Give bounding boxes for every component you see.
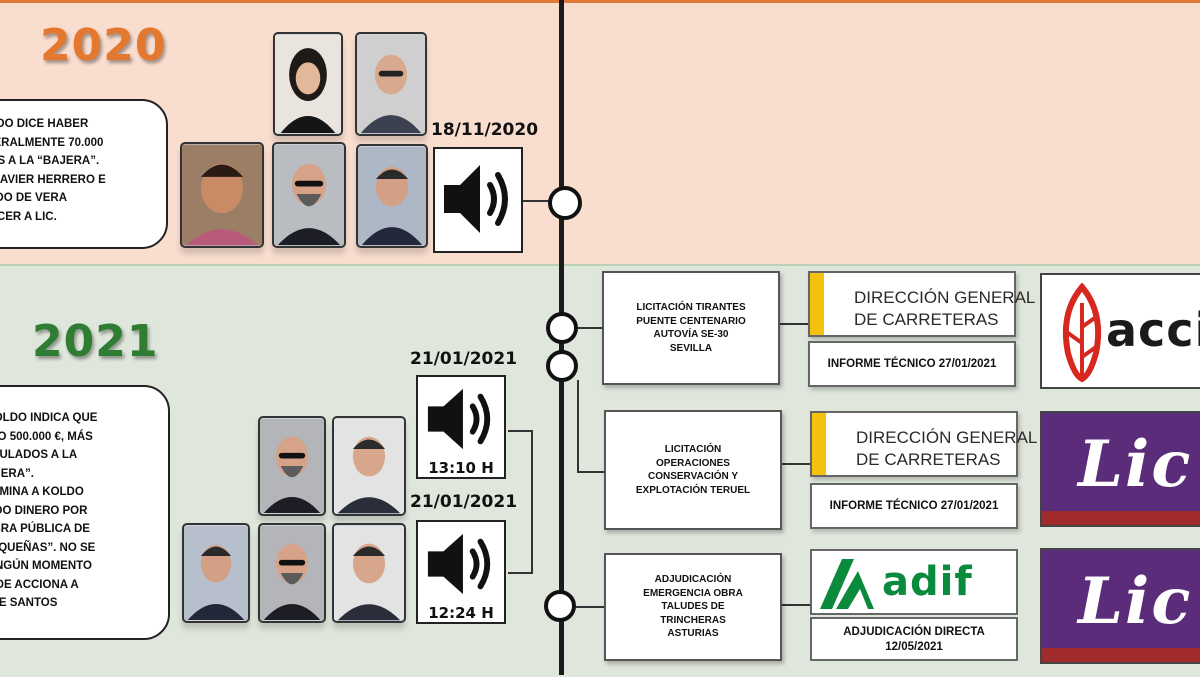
tender-line: EMERGENCIA OBRA: [643, 587, 743, 599]
quote-line: E A JAVIER HERRERO E: [0, 173, 106, 186]
connector-line: [508, 572, 532, 574]
adjudication-line: 12/05/2021: [885, 641, 943, 653]
dg-logo-line: DE CARRETERAS: [856, 450, 1001, 469]
connector-line: [577, 471, 604, 473]
tender-line: EXPLOTACIÓN TERUEL: [635, 484, 751, 496]
timeline-node: [548, 186, 582, 220]
adif-logo: adif: [810, 549, 1018, 615]
adjudication-label: ADJUDICACIÓN DIRECTA 12/05/2021: [810, 617, 1018, 661]
connector-line: [577, 380, 579, 472]
audio-time: 12:24 H: [428, 604, 494, 622]
connector-line: [523, 200, 553, 202]
speaker-icon: [427, 533, 491, 595]
timeline-node: [546, 350, 578, 382]
report-label: INFORME TÉCNICO 27/01/2021: [810, 483, 1018, 529]
connector-line: [780, 463, 810, 465]
adif-logo-text: adif: [882, 559, 973, 605]
lic-logo: Lic: [1040, 411, 1200, 527]
quote-line: VINCULADOS A LA: [0, 449, 78, 461]
quote-line: KOLDO DICE HABER: [0, 118, 89, 130]
quote-line: S PEQUEÑAS”. NO SE: [0, 541, 96, 554]
portrait-photo: [180, 142, 264, 248]
tender-line: TRINCHERAS: [660, 614, 726, 626]
tender-line: ASTURIAS: [667, 628, 719, 640]
tender-line: OPERACIONES: [656, 457, 730, 469]
lic-logo-text: Lic: [1078, 427, 1193, 502]
tender-line: ADJUDICACIÓN: [654, 574, 732, 586]
tender-line: SEVILLA: [669, 342, 713, 354]
audio-date: 21/01/2021: [410, 349, 518, 369]
acciona-leaf-icon: [1062, 283, 1102, 383]
portrait-photo: [332, 416, 406, 516]
speaker-icon: [444, 165, 508, 233]
report-label: INFORME TÉCNICO 27/01/2021: [808, 341, 1016, 387]
tender-box: LICITACIÓN TIRANTES PUENTE CENTENARIO AU…: [602, 271, 780, 385]
quote-line: N NINGÚN MOMENTO: [0, 560, 92, 572]
acciona-logo-text: accio: [1106, 303, 1200, 357]
audio-date: 21/01/2021: [410, 492, 518, 512]
tender-line: AUTOVÍA SE-30: [653, 329, 729, 340]
dg-logo-line: DIRECCIÓN GENERAL: [856, 428, 1038, 447]
quote-box-2021: 5: KOLDO INDICA QUE GADO 500.000 €, MÁS …: [0, 385, 170, 640]
quote-line: ÉS DE SANTOS: [0, 597, 58, 609]
audio-clip-button[interactable]: [433, 147, 523, 253]
portrait-photo: [258, 416, 326, 516]
dg-logo-line: DE CARRETERAS: [854, 310, 999, 329]
quote-line: PTADO DINERO POR: [0, 504, 88, 517]
dg-carreteras-logo: DIRECCIÓN GENERAL DE CARRETERAS: [810, 411, 1037, 477]
audio-time: 13:10 H: [428, 459, 494, 477]
quote-line: ORECER A LIC.: [0, 210, 57, 223]
year-2020-label: 2020: [40, 20, 167, 71]
quote-line: ADOS A LA “BAJERA”.: [0, 155, 100, 167]
lic-logo-text: Lic: [1078, 564, 1193, 639]
tender-box: LICITACIÓN OPERACIONES CONSERVACIÓN Y EX…: [604, 410, 782, 530]
quote-line: 5: KOLDO INDICA QUE: [0, 412, 98, 424]
quote-line: GADO 500.000 €, MÁS: [0, 430, 93, 443]
portrait-photo: [182, 523, 250, 623]
quote-line: IDO DE ACCIONA A: [0, 578, 79, 591]
dg-logo-bar: [812, 413, 826, 475]
dg-logo-line: DIRECCIÓN GENERAL: [854, 288, 1036, 307]
speaker-icon: [427, 388, 491, 450]
connector-line: [780, 323, 810, 325]
connector-line: [576, 606, 604, 608]
timeline-node: [546, 312, 578, 344]
portrait-photo: [355, 32, 427, 136]
portrait-photo: [273, 32, 343, 136]
portrait-photo: [258, 523, 326, 623]
quote-box-2020: KOLDO DICE HABER LATERALMENTE 70.000 ADO…: [0, 99, 168, 249]
connector-line: [780, 604, 810, 606]
adjudication-line: ADJUDICACIÓN DIRECTA: [843, 626, 985, 638]
portrait-photo: [356, 144, 428, 248]
year-2021-label: 2021: [32, 316, 159, 367]
tender-line: TALUDES DE: [661, 601, 725, 613]
tender-line: PUENTE CENTENARIO: [636, 315, 746, 327]
quote-line: ECRIMINA A KOLDO: [0, 486, 84, 498]
tender-box: ADJUDICACIÓN EMERGENCIA OBRA TALUDES DE …: [604, 553, 782, 661]
dg-carreteras-logo: DIRECCIÓN GENERAL DE CARRETERAS: [808, 271, 1035, 337]
lic-logo: Lic: [1040, 548, 1200, 664]
lic-logo-strip: [1042, 648, 1200, 662]
audio-date: 18/11/2020: [431, 120, 539, 140]
connector-line: [508, 430, 532, 432]
connector-line: [578, 327, 602, 329]
tender-line: LICITACIÓN: [664, 444, 722, 455]
tender-line: CONSERVACIÓN Y: [647, 471, 738, 482]
portrait-photo: [332, 523, 406, 623]
quote-line: LATERALMENTE 70.000: [0, 136, 104, 149]
quote-line: R OBRA PÚBLICA DE: [0, 523, 90, 535]
audio-clip-button[interactable]: 13:10 H: [416, 375, 506, 479]
lic-logo-strip: [1042, 511, 1200, 525]
quote-line: PARDO DE VERA: [0, 192, 67, 204]
timeline-node: [544, 590, 576, 622]
adif-mark-icon: [820, 559, 874, 609]
quote-line: “BAJERA”.: [0, 467, 34, 480]
acciona-logo: accio: [1040, 273, 1200, 389]
tender-line: LICITACIÓN TIRANTES: [636, 302, 746, 313]
dg-logo-bar: [810, 273, 824, 335]
connector-line: [531, 430, 533, 574]
audio-clip-button[interactable]: 12:24 H: [416, 520, 506, 624]
portrait-photo: [272, 142, 346, 248]
